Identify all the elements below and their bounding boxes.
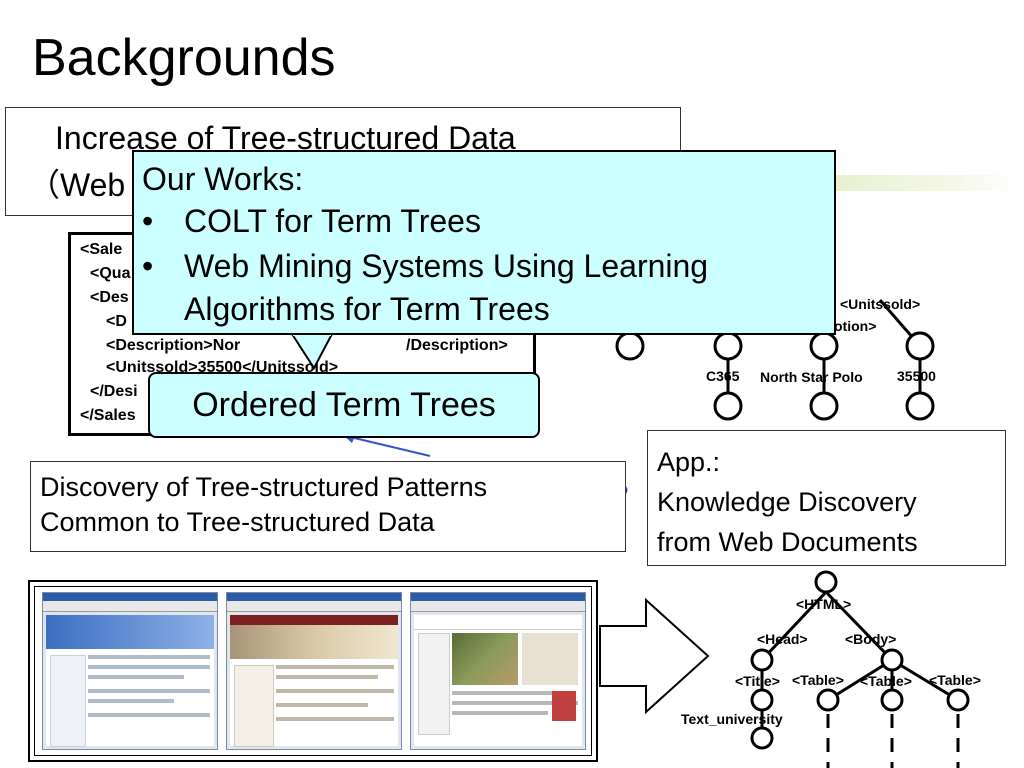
block-arrow [599, 597, 710, 715]
application-line: Knowledge Discovery [657, 487, 917, 517]
tree-label: <Table> [929, 672, 981, 688]
xml-line: <Description>Nor [106, 337, 241, 354]
web-page-thumbnail [226, 592, 402, 750]
tree-label: <Table> [860, 673, 912, 689]
xml-line: <Unitssold>35500</Unitssold> [106, 359, 339, 376]
discovery-text: Discovery of Tree-structured Patterns Co… [40, 470, 487, 540]
callout-pointer [290, 333, 334, 370]
tree-label: <Unitssold> [840, 296, 921, 312]
tree-label: C365 [706, 368, 740, 384]
bullet-icon: • [142, 248, 154, 284]
decorative-strip [836, 175, 1024, 191]
tree-node [880, 648, 904, 672]
xml-line: <D [106, 313, 127, 330]
slide-title: Backgrounds [32, 29, 336, 87]
tree-label: <HTML> [796, 596, 852, 612]
web-page-thumbnail [42, 592, 218, 750]
tree-node [814, 570, 838, 594]
works-item: Algorithms for Term Trees [184, 291, 550, 327]
application-line: from Web Documents [657, 527, 918, 557]
xml-line: <Sale [80, 241, 123, 258]
application-line: App.: [657, 447, 721, 477]
tree-node [809, 331, 839, 361]
tree-node [905, 331, 935, 361]
tree-label: Text_university [681, 711, 783, 727]
discovery-box [30, 461, 626, 552]
tree-label: otion> [834, 318, 877, 334]
tree-node [750, 688, 774, 712]
works-item: Web Mining Systems Using Learning [184, 248, 709, 284]
tree-label: <Body> [845, 631, 897, 647]
our-works-callout [132, 150, 836, 335]
discovery-line: Common to Tree-structured Data [40, 507, 435, 537]
tree-label: <Table> [792, 672, 844, 688]
tree-node [809, 391, 839, 421]
tree-label: <Title> [735, 673, 780, 689]
ordered-term-trees-label: Ordered Term Trees [192, 386, 496, 424]
tree-node [816, 688, 840, 712]
tree-label: <Head> [757, 631, 808, 647]
application-box [647, 430, 1006, 566]
tree-label: 35500 [897, 368, 936, 384]
tree-node [750, 726, 774, 750]
xml-line: </Desi [90, 383, 138, 400]
works-item: COLT for Term Trees [184, 203, 481, 239]
ordered-term-trees-box [148, 372, 540, 438]
application-text: App.: Knowledge Discovery from Web Docum… [657, 442, 918, 562]
web-page-thumbnail [410, 592, 586, 750]
tree-data-subheading: （Web [28, 167, 126, 203]
bullet-icon: • [142, 203, 154, 239]
xml-line: <Qua [90, 265, 131, 282]
tree-node [713, 331, 743, 361]
tree-node [750, 648, 774, 672]
discovery-line: Discovery of Tree-structured Patterns [40, 472, 488, 502]
tree-node [946, 688, 970, 712]
xml-line: /Description> [406, 337, 508, 354]
tree-node [615, 331, 645, 361]
tree-node [880, 688, 904, 712]
tree-node [713, 391, 743, 421]
tree-node [905, 391, 935, 421]
xml-line: </Sales [80, 407, 136, 424]
tree-label: North Star Polo [760, 369, 863, 385]
our-works-title: Our Works: [142, 161, 304, 197]
xml-line: <Des [90, 289, 129, 306]
